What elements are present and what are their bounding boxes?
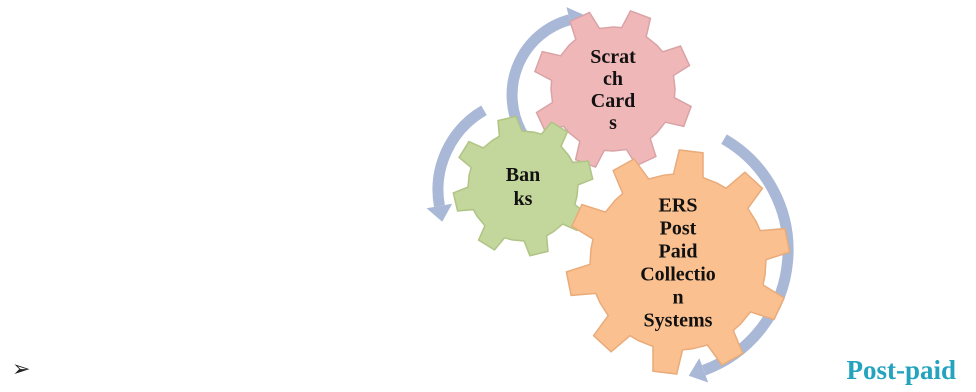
gear-ers-post-paid-label-line: Collectio [640, 264, 716, 286]
gear-ers-post-paid-label-line: Systems [644, 310, 713, 332]
gear-ers-post-paid-label-line: Post [660, 218, 697, 240]
arrow-around-ers-head [688, 358, 709, 383]
gear-scratch-cards-label-line: ch [603, 68, 623, 90]
arrow-around-banks-head [426, 203, 453, 222]
gear-ers-post-paid-label-line: n [672, 287, 683, 309]
post-paid-heading: Post-paid [846, 355, 956, 385]
arrow-around-banks [432, 105, 487, 207]
bullet-arrow-icon: ➢ [12, 357, 31, 382]
gear-scratch-cards-label-line: Card [591, 90, 635, 112]
gear-ers-post-paid-label-line: Paid [659, 241, 698, 263]
gear-scratch-cards-label-line: s [609, 112, 617, 134]
gear-banks-label-line: Ban [506, 164, 540, 186]
gear-scratch-cards-shape [533, 9, 693, 169]
gear-banks-shape [452, 115, 594, 257]
gear-scratch-cards-label-line: Scrat [590, 46, 636, 68]
gear-ers-post-paid-label-line: ERS [659, 195, 698, 217]
gear-banks-label-line: ks [514, 188, 533, 210]
gear-ers-post-paid-shape [565, 149, 791, 375]
